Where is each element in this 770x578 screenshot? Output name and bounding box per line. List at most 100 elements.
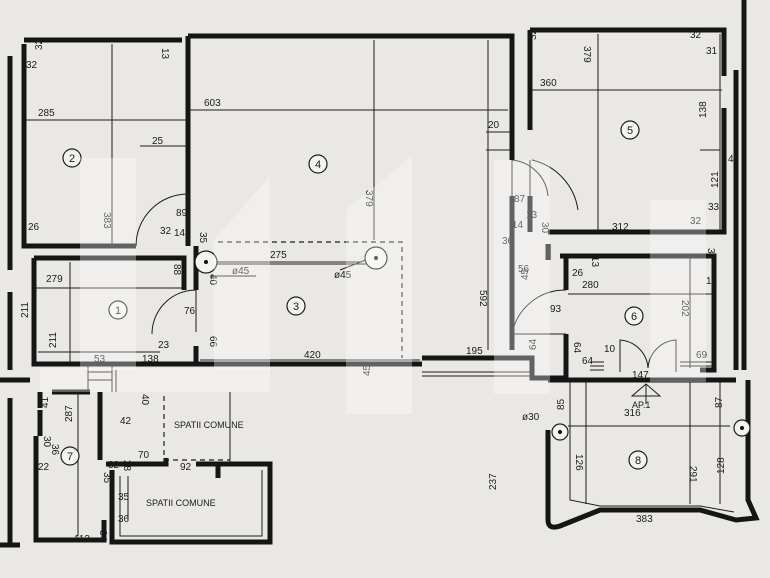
apartment-label: AP.1 — [632, 400, 650, 410]
dimension-label: 379 — [581, 46, 592, 63]
room-marker-6: 6 — [624, 306, 644, 326]
dimension-label: 113 — [74, 534, 90, 545]
dimension-label: 45 — [520, 268, 531, 280]
dimension-label: 70 — [138, 450, 150, 461]
apartment-number-label: 147 — [632, 370, 649, 381]
room-marker-circle — [60, 446, 80, 466]
room-marker-2: 2 — [62, 148, 82, 168]
dimension-label: 32 — [690, 30, 702, 41]
corridor-lines — [87, 366, 231, 462]
dimension-label: 32 — [26, 60, 38, 71]
pillar-center-2 — [374, 256, 378, 260]
room-marker-8: 8 — [628, 450, 648, 470]
door-room-2 — [135, 193, 189, 247]
dimension-label: 31 — [706, 46, 718, 57]
dimension-label: 87 — [514, 194, 526, 205]
dimension-label: 420 — [304, 350, 321, 361]
room-marker-circle — [624, 306, 644, 326]
wall-room-1 — [31, 246, 199, 367]
dimension-label: 603 — [204, 98, 221, 109]
dimension-label: 121 — [710, 171, 721, 188]
watermark-block — [214, 176, 270, 370]
dimension-label: 13 — [589, 256, 600, 268]
watermark-block — [650, 200, 706, 382]
dimension-label: 237 — [488, 473, 499, 490]
room-number: 3 — [293, 301, 299, 313]
dimension-labels: 32 32 13 285 25 383 26 603 89 32 14 35 3… — [20, 28, 740, 545]
dimension-label: 36 — [49, 444, 60, 456]
dimension-label: 126 — [573, 454, 584, 471]
wall-room-6 — [545, 244, 717, 373]
dimension-label: 202 — [679, 300, 690, 317]
dim-line-room-6 — [568, 258, 712, 368]
room-marker-5: 5 — [620, 120, 640, 140]
common-area-label-2: SPATII COMUNE — [146, 498, 216, 508]
apartment-entry-arrow-icon — [630, 383, 662, 404]
watermark-block — [346, 156, 412, 414]
pillar-center-1 — [204, 260, 208, 264]
pillars — [194, 246, 751, 441]
dimension-label: 316 — [624, 408, 641, 419]
dimension-label: 33 — [708, 202, 720, 213]
dimension-label: 23 — [158, 340, 170, 351]
dimension-label: 14 — [512, 220, 524, 231]
dimension-label: 89 — [176, 208, 188, 219]
dimension-label: 312 — [612, 222, 629, 233]
dimension-label: 32 — [160, 226, 172, 237]
pillar-label-3: ø30 — [522, 412, 540, 423]
dimension-label: 40 — [207, 274, 218, 286]
room-marker-7: 7 — [60, 446, 80, 466]
room-marker-circle — [62, 148, 82, 168]
door-room-5 — [529, 159, 579, 232]
dimension-label: 275 — [270, 250, 287, 261]
room-marker-1: 1 — [108, 300, 128, 320]
wall-room-3 — [196, 334, 569, 381]
dimension-label: 92 — [180, 462, 192, 473]
dimension-label: 592 — [477, 290, 488, 307]
dimension-label: 211 — [20, 302, 31, 318]
dimension-label: 128 — [716, 457, 727, 474]
dimension-label: 13 — [159, 48, 170, 60]
dimension-label: 30 — [41, 436, 52, 448]
watermark — [40, 156, 706, 414]
dimension-label: 88 — [171, 264, 182, 276]
dimension-label: 138 — [698, 101, 709, 118]
room-number: 1 — [115, 305, 121, 317]
room-3-dashed-outline — [218, 241, 403, 358]
wall-exterior-left — [0, 56, 30, 548]
wall-exterior-right — [733, 0, 747, 370]
dimension-label: 195 — [466, 346, 483, 357]
dimension-label: 85 — [556, 398, 567, 410]
dim-line-room-2 — [26, 44, 186, 244]
dimension-label: 32 — [690, 216, 702, 227]
room-number: 5 — [627, 125, 633, 137]
dimension-label: 56 — [518, 264, 530, 275]
dimension-label: 30 — [539, 222, 550, 234]
pillar-center-3 — [558, 430, 562, 434]
dimension-label: 93 — [550, 304, 562, 315]
dimension-label: 32 — [528, 28, 539, 40]
dimension-label: 64 — [582, 356, 594, 367]
room-marker-circle — [628, 450, 648, 470]
room-marker-circle — [308, 154, 328, 174]
room-marker-circle — [108, 300, 128, 320]
dimension-label: 383 — [636, 514, 653, 525]
dimension-label: 28 — [121, 460, 132, 472]
dimension-label: 10 — [604, 344, 616, 355]
dimension-label: 64 — [571, 342, 582, 354]
dimension-label: 285 — [38, 108, 55, 119]
dimension-label: 69 — [696, 350, 708, 361]
dim-line-room-3 — [200, 263, 420, 361]
dimension-label: 35 — [101, 472, 112, 484]
door-room-6 — [511, 289, 567, 335]
dim-line-room-1 — [36, 262, 182, 362]
wall-room-8-inner — [569, 382, 735, 513]
door-apartment-double — [619, 339, 677, 372]
dimension-label: 45 — [728, 154, 740, 165]
dim-line-room-8 — [568, 382, 730, 504]
dimension-label: 76 — [184, 306, 196, 317]
doors — [135, 159, 677, 372]
dimension-label: 383 — [101, 212, 112, 229]
dimension-label: 14 — [174, 228, 186, 239]
dimension-label: 87 — [714, 396, 725, 408]
